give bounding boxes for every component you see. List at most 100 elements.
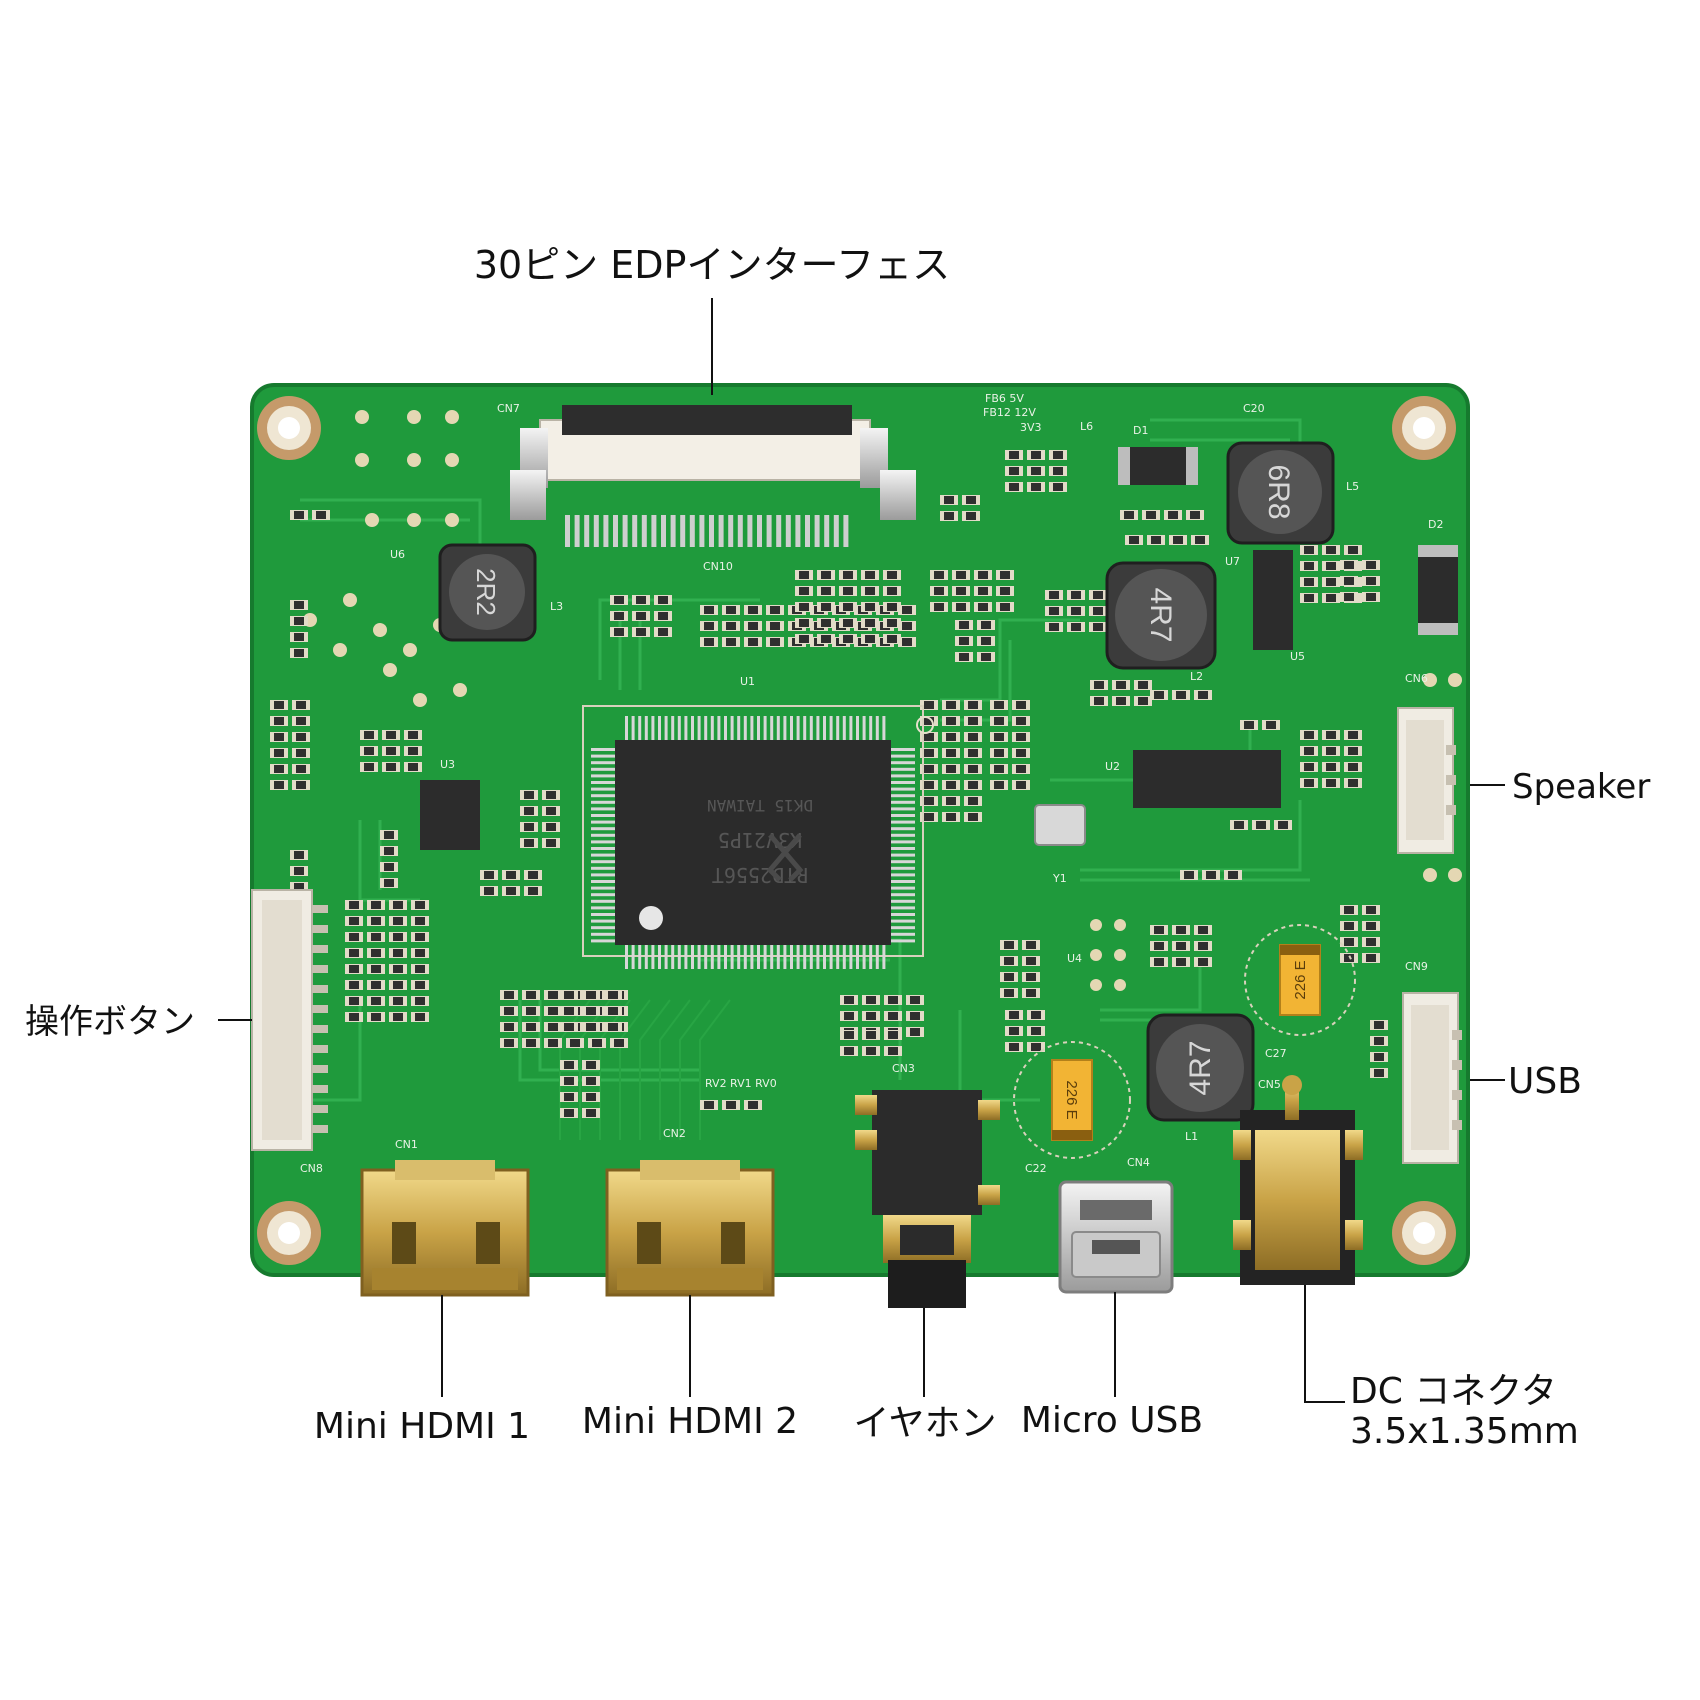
smd-body bbox=[393, 901, 403, 909]
chip-pin-top bbox=[875, 716, 879, 740]
smd-body bbox=[1304, 562, 1314, 570]
smd-body bbox=[349, 933, 359, 941]
cn8-pin bbox=[312, 1105, 328, 1113]
smd-body bbox=[526, 1007, 536, 1015]
chip-pin-right bbox=[891, 787, 915, 791]
smd-body bbox=[1326, 731, 1336, 739]
smd-body bbox=[546, 839, 556, 847]
smd-body bbox=[770, 622, 780, 630]
smd-body bbox=[608, 991, 618, 999]
smd-body bbox=[1031, 451, 1041, 459]
chip-pin-right bbox=[891, 840, 915, 844]
smd-body bbox=[1009, 1011, 1019, 1019]
usb-connector-cn9 bbox=[1402, 992, 1462, 1164]
smd-body bbox=[1348, 747, 1358, 755]
mini-hdmi-1-connector bbox=[360, 1160, 530, 1297]
chip-pin-bottom bbox=[776, 945, 780, 969]
smd-body bbox=[1094, 681, 1104, 689]
smd-body bbox=[1304, 578, 1314, 586]
smd-body bbox=[887, 619, 897, 627]
smd-body bbox=[866, 996, 876, 1004]
smd-body bbox=[1004, 957, 1014, 965]
smd-body bbox=[843, 587, 853, 595]
smd-body bbox=[614, 596, 624, 604]
smd-body bbox=[586, 1077, 596, 1085]
smd-body bbox=[994, 717, 1004, 725]
edp-connector-cn7 bbox=[510, 405, 916, 547]
smd-body bbox=[1138, 697, 1148, 705]
chip-pin-right bbox=[891, 774, 915, 778]
smd-body bbox=[770, 606, 780, 614]
smd-body bbox=[564, 1007, 574, 1015]
silk-rv: RV2 RV1 RV0 bbox=[705, 1077, 777, 1090]
cn8-pin bbox=[312, 1045, 328, 1053]
smd-body bbox=[1016, 749, 1026, 757]
smd-body bbox=[799, 587, 809, 595]
chip-pin-bottom bbox=[625, 945, 628, 969]
chip-pin-top bbox=[803, 716, 807, 740]
chip-pin-right bbox=[891, 926, 915, 930]
smd-body bbox=[748, 606, 758, 614]
edp-pin bbox=[747, 515, 753, 547]
edp-pin bbox=[613, 515, 618, 547]
smd-body bbox=[704, 1101, 714, 1109]
smd-body bbox=[1026, 989, 1036, 997]
smd-body bbox=[1374, 1053, 1384, 1061]
smd-body bbox=[1049, 623, 1059, 631]
smd-body bbox=[704, 622, 714, 630]
smd-components bbox=[270, 450, 1388, 1118]
smd-body bbox=[887, 635, 897, 643]
smd-body bbox=[748, 1101, 758, 1109]
smd-body bbox=[956, 587, 966, 595]
smd-body bbox=[349, 949, 359, 957]
smd-body bbox=[1093, 591, 1103, 599]
edp-pin bbox=[776, 515, 782, 547]
smd-body bbox=[548, 1039, 558, 1047]
smd-body bbox=[1009, 467, 1019, 475]
chip-pin-top bbox=[730, 716, 734, 740]
chip-pin-top bbox=[658, 716, 661, 740]
smd-body bbox=[658, 628, 668, 636]
smd-body bbox=[349, 901, 359, 909]
chip-pin-right bbox=[891, 919, 915, 923]
smd-body bbox=[384, 863, 394, 871]
smd-body bbox=[1071, 607, 1081, 615]
chip-pin-top bbox=[704, 716, 708, 740]
chip-pin-right bbox=[891, 932, 915, 936]
smd-body bbox=[614, 1039, 624, 1047]
earphone-jack-cn3 bbox=[855, 1090, 1000, 1308]
smd-body bbox=[968, 701, 978, 709]
chip-pin-top bbox=[757, 716, 760, 740]
smd-body bbox=[1198, 926, 1208, 934]
svg-text:226 E: 226 E bbox=[1292, 960, 1309, 999]
cn8-pin bbox=[312, 1025, 328, 1033]
smd-body bbox=[844, 1012, 854, 1020]
smd-body bbox=[393, 997, 403, 1005]
chip-pin-left bbox=[591, 866, 615, 870]
pcb-board: RTD2556T K3V21P5 DK15 TAIWAN 2R2 6R8 4R7… bbox=[250, 383, 1470, 1308]
smd-body bbox=[274, 701, 284, 709]
edp-pin bbox=[670, 515, 676, 547]
svg-text:226 E: 226 E bbox=[1063, 1080, 1080, 1119]
smd-body bbox=[1348, 779, 1358, 787]
smd-body bbox=[1053, 483, 1063, 491]
smd-body bbox=[994, 781, 1004, 789]
silk-u3: U3 bbox=[440, 758, 455, 771]
smd-body bbox=[504, 1023, 514, 1031]
edp-pin bbox=[622, 515, 628, 547]
chip-pin-top bbox=[823, 716, 826, 740]
silk-cn4: CN4 bbox=[1127, 1156, 1150, 1169]
inductor-l1: 4R7 bbox=[1146, 1013, 1255, 1122]
smd-body bbox=[364, 731, 374, 739]
smd-body bbox=[726, 638, 736, 646]
smd-body bbox=[408, 747, 418, 755]
chip-pin-top bbox=[691, 716, 694, 740]
chip-pin-top bbox=[750, 716, 754, 740]
smd-body bbox=[1344, 922, 1354, 930]
smd-body bbox=[1374, 1037, 1384, 1045]
smd-body bbox=[968, 733, 978, 741]
smd-body bbox=[415, 933, 425, 941]
chip-pin-left bbox=[591, 893, 615, 897]
chip-pins bbox=[591, 716, 915, 969]
cn8-pin bbox=[312, 1065, 328, 1073]
